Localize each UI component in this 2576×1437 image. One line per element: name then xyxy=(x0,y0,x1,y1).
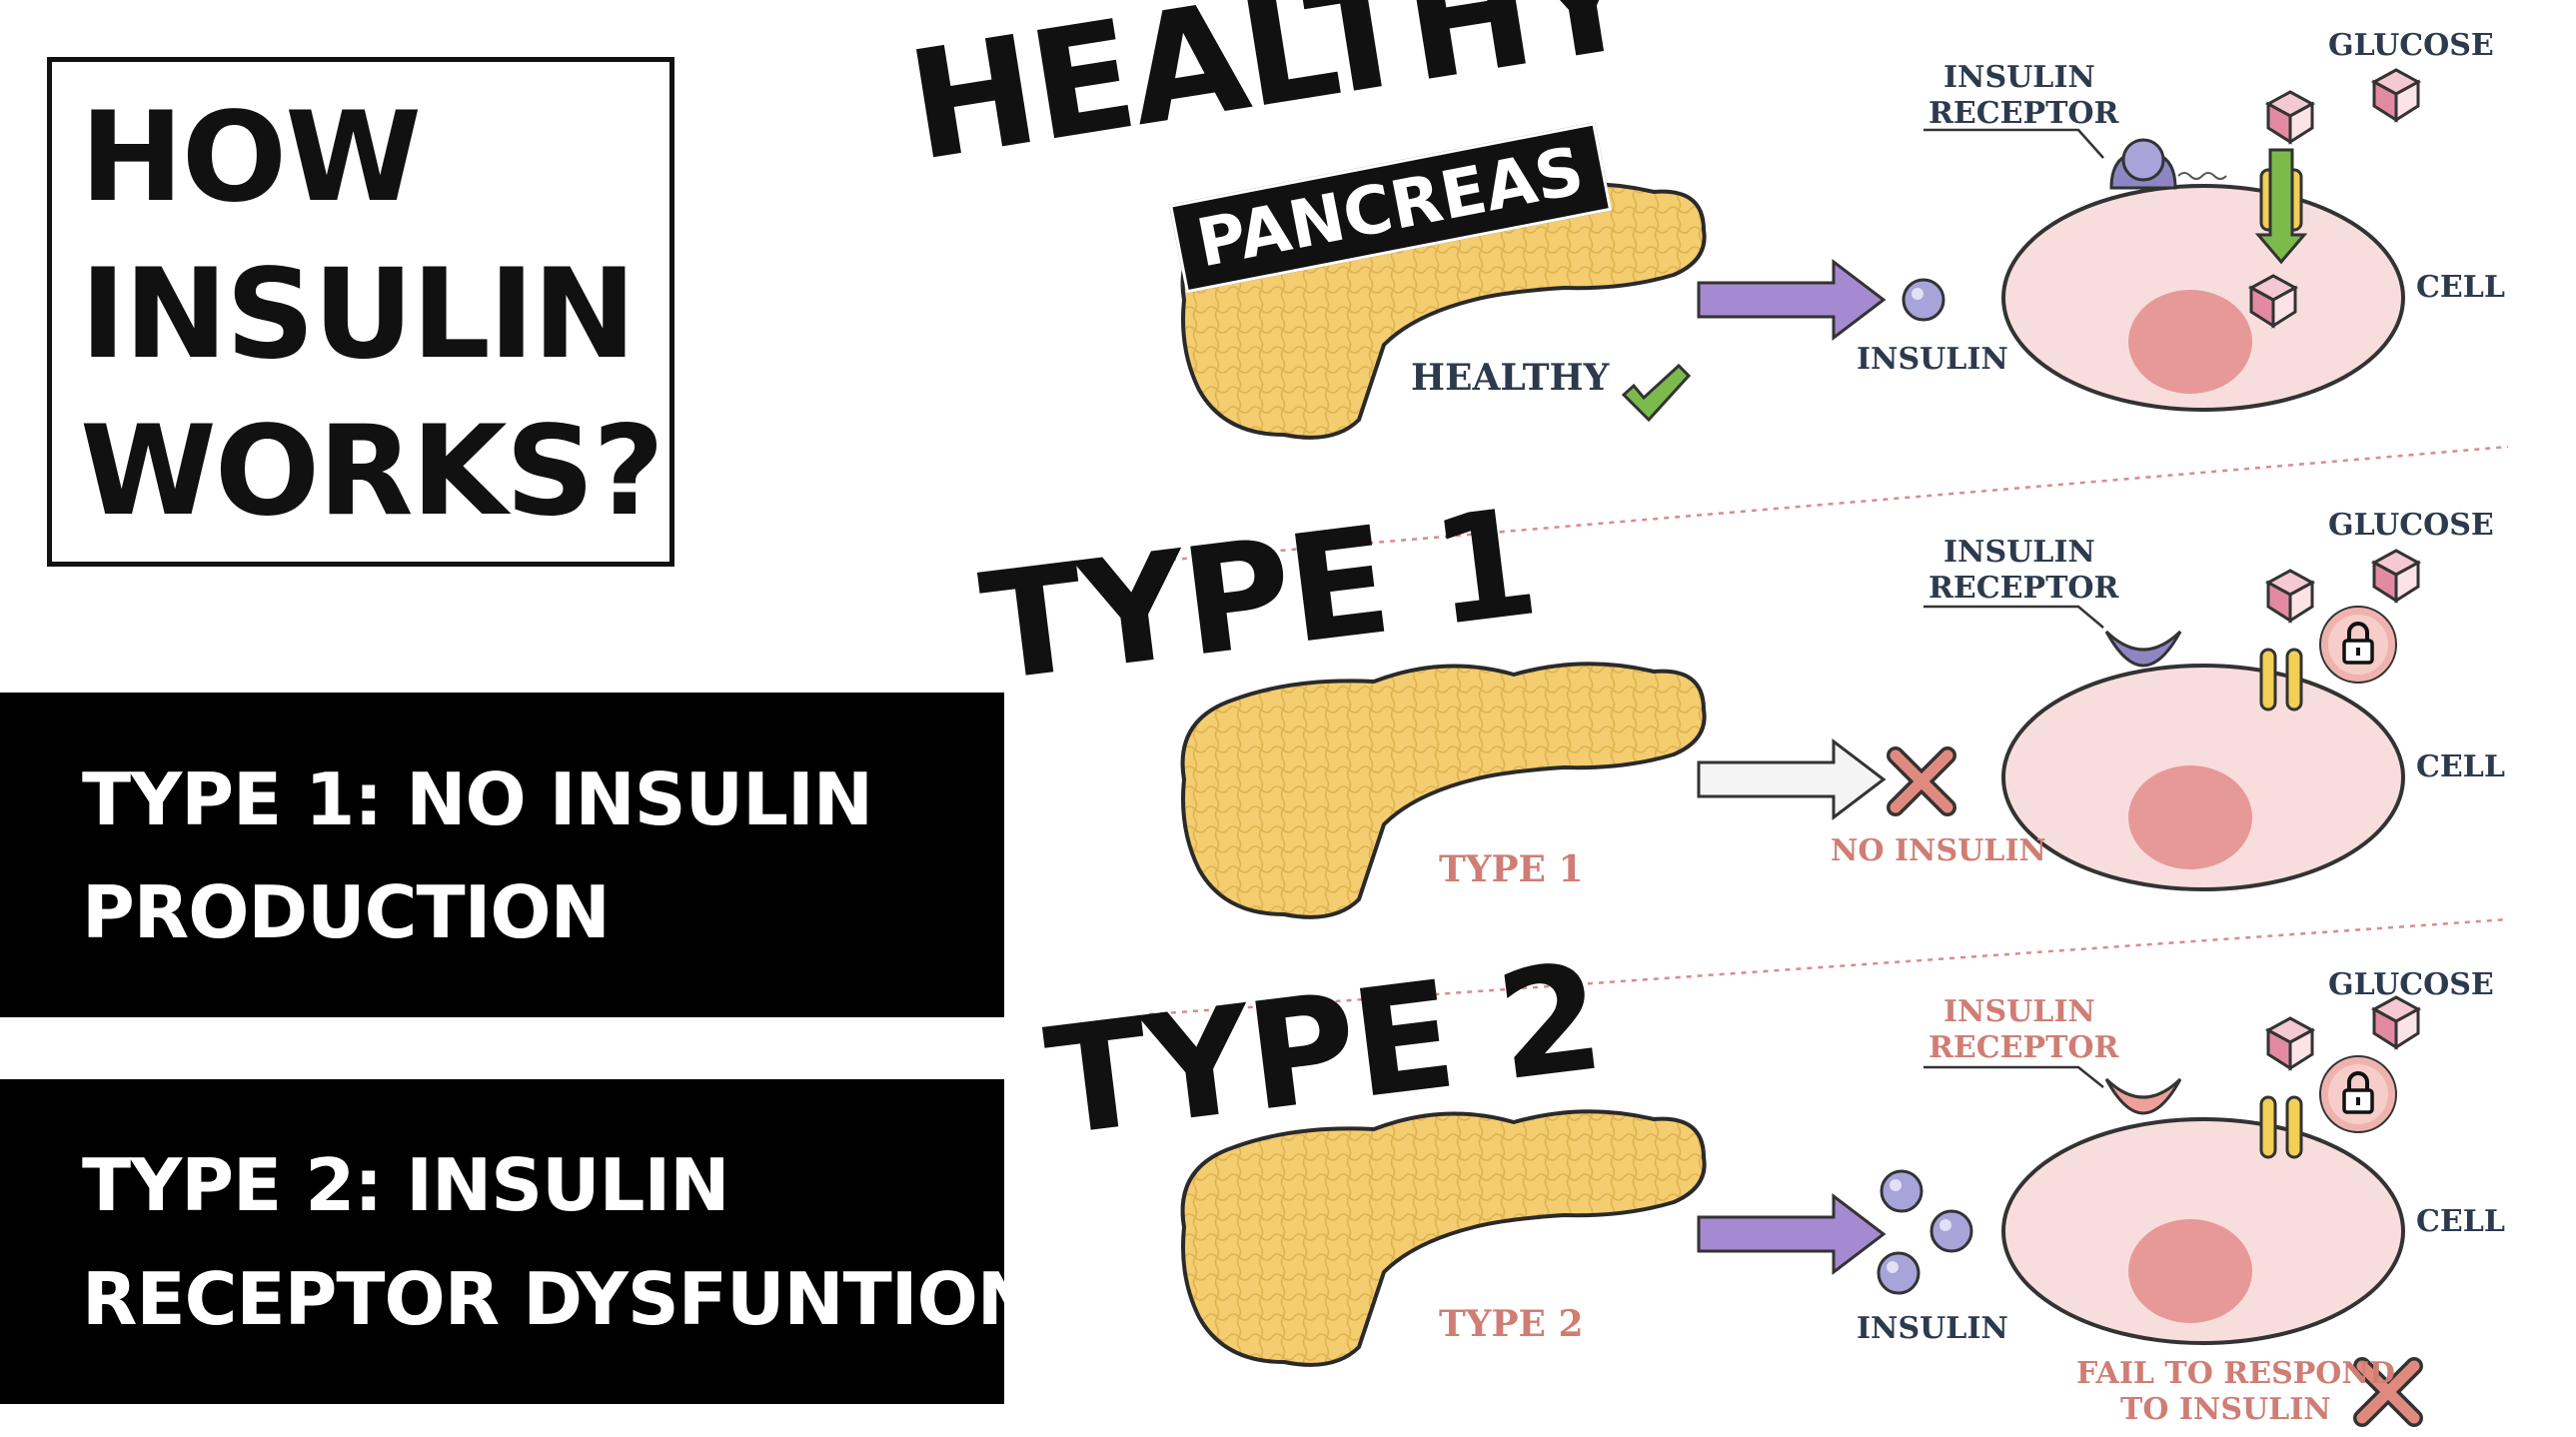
type1-summary-box xyxy=(0,693,1004,1017)
separator-line-1 xyxy=(1148,445,2509,564)
type2-glucose-cube-1 xyxy=(2266,1016,2314,1070)
type2-insulin-label: INSULIN xyxy=(1857,1311,2008,1346)
type1-cell-label: CELL xyxy=(2416,749,2505,784)
type2-lock-icon xyxy=(2318,1054,2398,1134)
title-line-1: HOW xyxy=(80,86,422,230)
title-line-2: INSULIN xyxy=(80,243,637,387)
healthy-glucose-cube-1 xyxy=(2266,90,2314,144)
type2-receptor xyxy=(2104,1077,2182,1115)
type2-cell-label: CELL xyxy=(2416,1204,2505,1239)
type2-fail-label-1: FAIL TO RESPOND xyxy=(2076,1356,2395,1391)
type1-cross-icon xyxy=(1896,755,1947,807)
healthy-receptor-label-2: RECEPTOR xyxy=(1929,96,2119,131)
healthy-nucleus xyxy=(2128,290,2252,394)
healthy-cell-label: CELL xyxy=(2416,270,2505,305)
healthy-insulin-label: INSULIN xyxy=(1857,342,2008,377)
healthy-status-label: HEALTHY xyxy=(1411,357,1610,399)
type1-glucose-label: GLUCOSE xyxy=(2328,508,2494,543)
type2-insulin-dot-2 xyxy=(1930,1209,1973,1253)
type2-glucose-label: GLUCOSE xyxy=(2328,967,2494,1002)
type1-summary-line-1: TYPE 1: NO INSULIN xyxy=(82,757,873,841)
healthy-arrow xyxy=(1697,258,1887,342)
type2-summary-line-1: TYPE 2: INSULIN xyxy=(82,1143,730,1227)
type2-receptor-label-2: RECEPTOR xyxy=(1929,1030,2119,1065)
title-line-3: WORKS? xyxy=(80,400,664,544)
type1-receptor-label-1: INSULIN xyxy=(1943,535,2095,570)
type2-glucose-cube-2 xyxy=(2372,995,2420,1049)
type2-arrow xyxy=(1697,1192,1887,1276)
type2-summary-line-2: RECEPTOR DYSFUNTION xyxy=(82,1257,1037,1341)
type1-insulin-label: NO INSULIN xyxy=(1831,833,2046,868)
type1-glucose-cube-1 xyxy=(2266,569,2314,623)
type2-nucleus xyxy=(2128,1219,2252,1323)
title-box xyxy=(47,57,674,567)
type1-arrow xyxy=(1697,737,1887,821)
healthy-glucose-arrow xyxy=(2254,148,2308,265)
type2-fail-label-2: TO INSULIN xyxy=(2120,1392,2331,1427)
healthy-receptor-label-1: INSULIN xyxy=(1943,60,2095,95)
type1-lock-icon xyxy=(2318,605,2398,685)
type1-nucleus xyxy=(2128,765,2252,869)
type1-receptor-label-2: RECEPTOR xyxy=(1929,571,2119,606)
type2-status-label: TYPE 2 xyxy=(1439,1303,1584,1345)
healthy-insulin-dot xyxy=(1902,278,1945,322)
type1-status-label: TYPE 1 xyxy=(1439,848,1584,890)
type1-receptor xyxy=(2104,630,2182,668)
type2-insulin-dot-3 xyxy=(1877,1251,1921,1295)
separator-line-2 xyxy=(1148,917,2509,1016)
type2-receptor-label-1: INSULIN xyxy=(1943,994,2095,1029)
healthy-glucose-cube-2 xyxy=(2372,68,2420,122)
healthy-bound-insulin xyxy=(2121,138,2165,182)
type2-summary-box xyxy=(0,1079,1004,1404)
healthy-glucose-label: GLUCOSE xyxy=(2328,28,2494,63)
type1-glucose-cube-2 xyxy=(2372,549,2420,603)
type2-insulin-dot-1 xyxy=(1880,1169,1924,1213)
check-icon xyxy=(1621,363,1692,423)
type1-summary-line-2: PRODUCTION xyxy=(82,870,611,954)
